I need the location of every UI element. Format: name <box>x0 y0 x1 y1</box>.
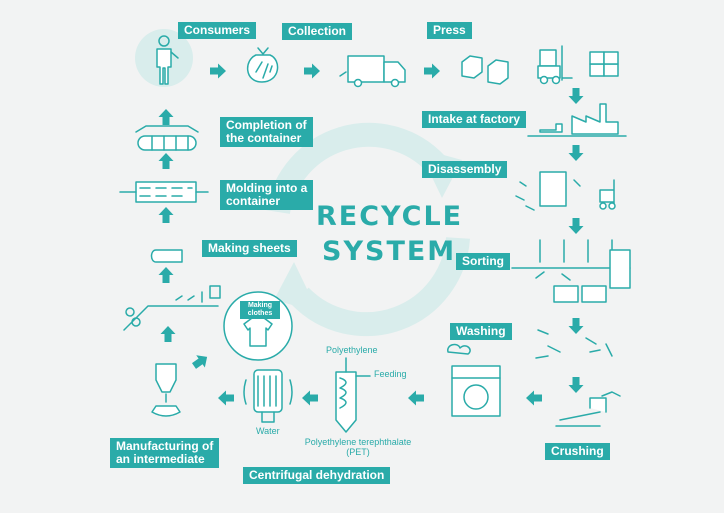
truck-icon <box>339 55 406 88</box>
label-molding-line2: container <box>226 194 281 208</box>
label-sorting: Sorting <box>456 253 510 270</box>
sublabel-pet-line2: (PET) <box>346 447 370 457</box>
title-system: SYSTEM <box>322 236 457 267</box>
label-intake: Intake at factory <box>422 111 527 128</box>
bag-icon <box>247 47 279 83</box>
sheet-roll-icon <box>123 249 221 331</box>
forklift-icon <box>537 45 619 85</box>
label-consumers: Consumers <box>178 22 257 39</box>
label-washing: Washing <box>450 323 512 340</box>
dehydrator-icon <box>243 369 293 423</box>
sublabel-clothes-line2: clothes <box>247 310 273 317</box>
title-recycle: RECYCLE <box>316 201 464 232</box>
factory-icon <box>527 103 627 137</box>
crushing-icon <box>555 391 621 427</box>
washing-machine-icon <box>447 343 501 417</box>
label-collection: Collection <box>282 23 353 40</box>
container-icon <box>135 125 199 151</box>
label-molding-line1: Molding into a <box>226 181 308 195</box>
sublabel-clothes-line1: Making <box>247 302 273 309</box>
sublabel-water: Water <box>256 426 280 436</box>
mold-icon <box>119 181 209 203</box>
label-completion-line2: the container <box>226 131 302 145</box>
label-centrifugal: Centrifugal dehydration <box>243 467 391 484</box>
washing-icon <box>535 329 613 359</box>
label-intermediate-line1: Manufacturing of <box>116 439 214 453</box>
label-disassembly: Disassembly <box>422 161 508 178</box>
label-completion-line1: Completion of <box>226 118 307 132</box>
label-crushing: Crushing <box>545 443 610 460</box>
label-intermediate-line2: an intermediate <box>116 452 205 466</box>
reactor-icon <box>335 357 371 433</box>
sublabel-pet: Polyethylene terephthalate (PET) <box>296 437 420 457</box>
label-sheets: Making sheets <box>202 240 297 257</box>
clothes-badge <box>240 301 280 319</box>
cubes-icon <box>461 55 509 85</box>
person-icon <box>135 29 193 87</box>
sublabel-pet-line1: Polyethylene terephthalate <box>304 437 412 447</box>
label-completion: Completion of the container <box>220 117 313 147</box>
sorting-icon <box>511 239 631 303</box>
label-intermediate: Manufacturing of an intermediate <box>110 438 220 468</box>
disassembly-icon <box>515 171 616 211</box>
sublabel-feeding: Feeding <box>374 369 407 379</box>
sublabel-polyethylene: Polyethylene <box>326 345 378 355</box>
hopper-icon <box>151 363 181 417</box>
label-molding: Molding into a container <box>220 180 314 210</box>
label-press: Press <box>427 22 472 39</box>
